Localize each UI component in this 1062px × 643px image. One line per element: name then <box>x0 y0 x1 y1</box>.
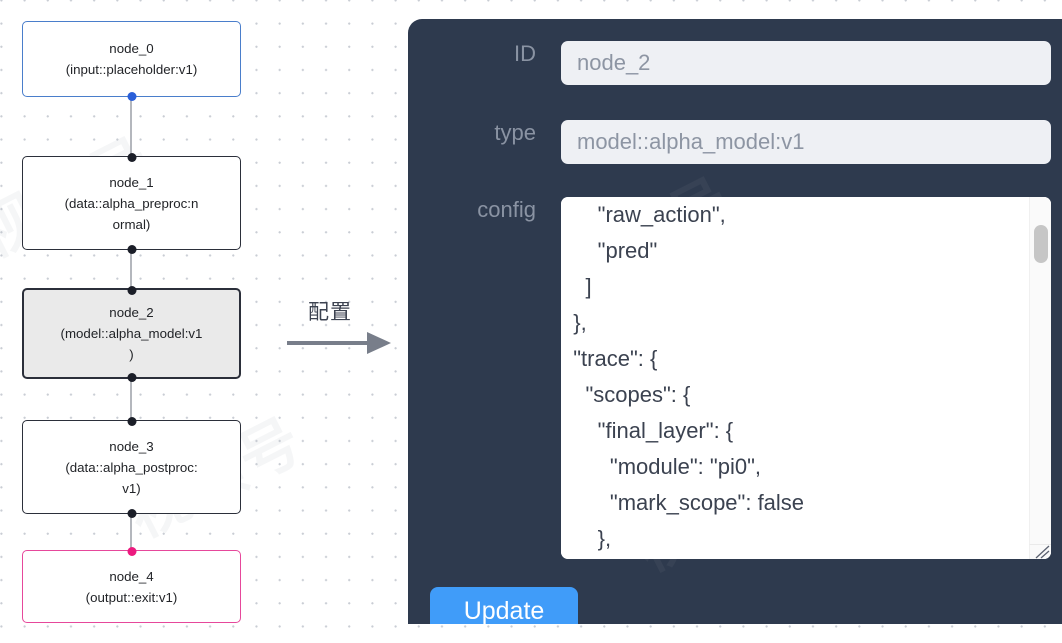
graph-node-node_0[interactable]: node_0 (input::placeholder:v1) <box>22 21 241 101</box>
edge-node0-node1 <box>130 95 132 158</box>
field-row-type: type <box>428 120 1051 164</box>
resize-grip-icon <box>1035 545 1050 559</box>
edge-node2-node3 <box>130 377 132 422</box>
node-label: node_3 (data::alpha_postproc: v1) <box>65 438 198 496</box>
flow-arrow-label: 配置 <box>308 300 352 324</box>
edge-node1-node2 <box>130 248 132 290</box>
field-row-id: ID <box>428 41 1051 85</box>
config-panel: 视频号 视频号 视频号 ID type config <box>408 19 1062 624</box>
node-handle-top-icon[interactable] <box>127 416 136 426</box>
flow-arrow-icon <box>287 332 391 354</box>
config-scrollbar[interactable] <box>1029 197 1051 545</box>
type-input[interactable] <box>561 120 1051 164</box>
update-button[interactable]: Update <box>430 587 578 624</box>
edge-node3-node4 <box>130 512 132 552</box>
node-handle-bottom-icon[interactable] <box>127 91 136 101</box>
config-resize-handle-icon[interactable] <box>1029 544 1051 559</box>
node-handle-top-icon[interactable] <box>127 285 136 295</box>
node-handle-top-icon[interactable] <box>127 546 136 556</box>
type-field-label: type <box>494 120 536 145</box>
node-label: node_1 (data::alpha_preproc:n ormal) <box>64 174 199 232</box>
node-handle-bottom-icon[interactable] <box>127 372 136 382</box>
node-handle-bottom-icon[interactable] <box>127 508 136 518</box>
node-label: node_0 (input::placeholder:v1) <box>65 41 198 77</box>
node-label: node_4 (output::exit:v1) <box>85 568 178 605</box>
config-textarea-wrapper <box>561 197 1051 559</box>
id-field-label: ID <box>514 41 536 66</box>
node-label: node_2 (model::alpha_model:v1 ) <box>60 305 203 362</box>
config-scroll-thumb[interactable] <box>1034 225 1048 263</box>
graph-node-node_4[interactable]: node_4 (output::exit:v1) <box>22 546 241 623</box>
config-textarea[interactable] <box>561 197 1051 559</box>
graph-node-node_2[interactable]: node_2 (model::alpha_model:v1 ) <box>22 285 241 382</box>
node-handle-top-icon[interactable] <box>127 152 136 162</box>
node-handle-bottom-icon[interactable] <box>127 244 136 254</box>
graph-node-node_3[interactable]: node_3 (data::alpha_postproc: v1) <box>22 416 241 518</box>
field-row-config: config <box>428 197 1051 559</box>
flow-arrow-group: 配置 <box>285 296 397 360</box>
id-input[interactable] <box>561 41 1051 85</box>
config-field-label: config <box>477 197 536 222</box>
graph-node-node_1[interactable]: node_1 (data::alpha_preproc:n ormal) <box>22 152 241 254</box>
